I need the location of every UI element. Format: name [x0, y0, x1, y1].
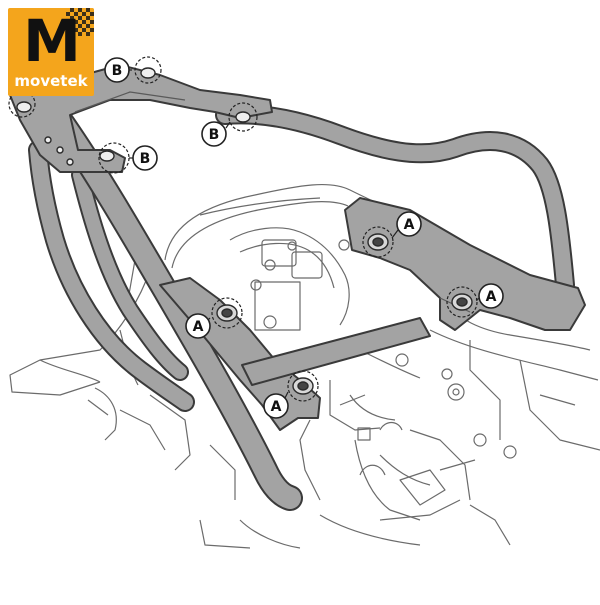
- svg-text:A: A: [193, 319, 204, 335]
- svg-text:A: A: [486, 289, 497, 305]
- cross-brace: [241, 317, 431, 386]
- hole-b-right: [235, 111, 251, 123]
- hole-b-top: [140, 67, 156, 79]
- motorcycle-outline: [9, 183, 600, 549]
- callout-a-left-upper: A: [185, 313, 211, 339]
- svg-text:A: A: [271, 399, 282, 415]
- callout-a-left-lower: A: [263, 393, 289, 419]
- checkered-flag-icon: [66, 8, 94, 36]
- rack-frame: [9, 64, 586, 511]
- svg-text:B: B: [140, 151, 151, 167]
- callout-b-lower: B: [132, 145, 158, 171]
- hole-b-lower: [99, 150, 115, 162]
- hole-a-right-lower: [451, 293, 473, 311]
- callout-a-right-upper: A: [396, 211, 422, 237]
- callout-b-right: B: [201, 121, 227, 147]
- hole-a-right-upper: [367, 233, 389, 251]
- svg-text:A: A: [404, 217, 415, 233]
- mounting-holes: [16, 67, 473, 395]
- callout-a-right-lower: A: [478, 283, 504, 309]
- callout-b-top: B: [104, 57, 130, 83]
- svg-text:B: B: [112, 63, 123, 79]
- hole-b-left: [16, 101, 32, 113]
- logo-wordmark: movetek: [14, 72, 88, 90]
- svg-text:B: B: [209, 127, 220, 143]
- hole-a-left-upper: [216, 304, 238, 322]
- movetek-logo: M movetek: [8, 8, 94, 96]
- dashed-highlights: [8, 56, 478, 402]
- hole-a-left-lower: [292, 377, 314, 395]
- logo-mark: M: [23, 8, 81, 75]
